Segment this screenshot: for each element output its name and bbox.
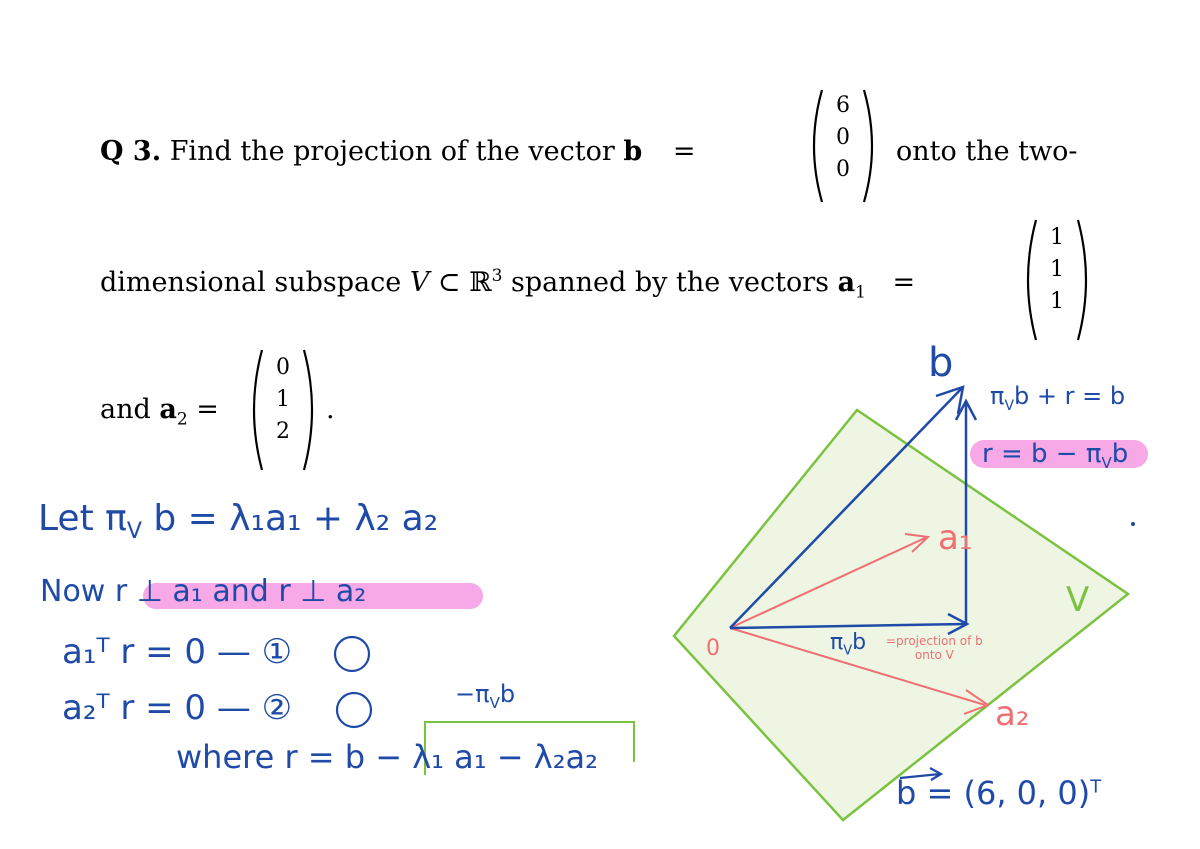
eq-top-rest: b + r = b xyxy=(1014,382,1126,410)
proj-label-sub: V xyxy=(843,643,853,659)
b-vec-entry-1: 6 xyxy=(836,93,850,118)
question-label: Q 3. xyxy=(100,136,162,167)
b-arrowhead xyxy=(935,385,965,415)
r-arrowhead xyxy=(954,398,978,421)
eq-top-pi: π xyxy=(990,382,1005,410)
eq-top-sub: V xyxy=(1004,397,1015,414)
b-vec-entry-3: 0 xyxy=(836,157,850,182)
note-annot-sub: V xyxy=(489,693,500,712)
b-vector-eq-text: b = (6, 0, 0) xyxy=(896,774,1091,812)
note-line-2: Now r ⊥ a₁ and r ⊥ a₂ xyxy=(40,574,367,609)
a1-arrowhead xyxy=(904,533,931,553)
b-vec-entry-2: 0 xyxy=(836,125,850,150)
note-let-sub: V xyxy=(126,519,142,545)
equation-circle-2 xyxy=(335,691,373,729)
b-arrow-line xyxy=(729,387,963,629)
a1-vec-entry-2: 1 xyxy=(1050,257,1064,282)
a2-arrowhead xyxy=(963,689,991,715)
question-text-5: and xyxy=(100,394,151,425)
a2-symbol: a xyxy=(159,394,177,425)
diagram-b-label: b xyxy=(928,340,954,386)
highlight-orthogonality xyxy=(143,583,483,609)
r-label-sub: V xyxy=(1101,454,1112,473)
b-vector-eq-exp: T xyxy=(1090,776,1102,798)
b-vector-parens xyxy=(812,89,874,203)
a2-vector-parens xyxy=(252,349,314,471)
b-symbol: b xyxy=(623,136,643,167)
plane-V xyxy=(672,408,1131,822)
proj-note-line-1: =projection of b xyxy=(886,634,983,648)
a2-vec-entry-3: 2 xyxy=(276,419,290,444)
stray-dot xyxy=(1131,522,1135,526)
a2-vector: 0 1 2 xyxy=(270,352,296,448)
question-line-3: and a2 = xyxy=(100,394,219,429)
note-line-4: a₂ᵀ r = 0 — ② xyxy=(62,688,293,728)
substitution-bracket xyxy=(424,721,635,775)
a1-vector: 1 1 1 xyxy=(1044,222,1070,318)
equals-sign-2: = xyxy=(892,267,916,298)
question-text-3: dimensional subspace xyxy=(100,267,402,298)
equals-sign: = xyxy=(672,136,696,167)
diagram-b-vector-eq: b = (6, 0, 0)T xyxy=(896,774,1101,812)
highlight-r-definition xyxy=(970,440,1148,468)
a2-vec-entry-2: 1 xyxy=(276,387,290,412)
reals-symbol: ℝ xyxy=(469,267,492,298)
a2-vec-entry-1: 0 xyxy=(276,355,290,380)
question-text-1: Find the projection of the vector xyxy=(169,136,615,167)
subspace-V: V xyxy=(409,267,430,298)
note-let: Let π xyxy=(38,498,127,539)
note-let-rest: b = λ₁a₁ + λ₂ a₂ xyxy=(141,498,439,539)
a1-subscript: 1 xyxy=(855,282,866,303)
note-line-6: where r = b − λ₁ a₁ − λ₂a₂ xyxy=(176,738,598,776)
a2-arrow-line xyxy=(729,627,986,706)
b-vector: 6 0 0 xyxy=(830,90,856,186)
subset-symbol: ⊂ xyxy=(437,267,461,298)
question-line-2: dimensional subspace V ⊂ ℝ3 spanned by t… xyxy=(100,266,915,302)
reals-exponent: 3 xyxy=(491,266,503,286)
note-annotation: −πVb xyxy=(455,680,515,712)
note-annot-b: b xyxy=(499,680,516,708)
a1-vec-entry-1: 1 xyxy=(1050,225,1064,250)
equals-sign-3: = xyxy=(196,394,219,425)
note-line-1: Let πV b = λ₁a₁ + λ₂ a₂ xyxy=(38,498,438,544)
proj-note-line-2: onto V xyxy=(914,648,954,662)
question-text-2: onto the two- xyxy=(896,136,1078,167)
a2-subscript: 2 xyxy=(176,409,188,430)
question-text-4: spanned by the vectors xyxy=(511,267,830,298)
projection-arrow-line xyxy=(729,622,967,630)
diagram-V-label: V xyxy=(1066,580,1090,620)
proj-label-b: b xyxy=(852,630,867,655)
note-annot-pi: −π xyxy=(455,680,490,708)
b-overarrow xyxy=(899,767,944,781)
question-line-1: Q 3. Find the projection of the vector b… xyxy=(100,136,695,167)
equation-circle-1 xyxy=(333,635,371,673)
diagram-proj-label: πVb xyxy=(830,630,866,658)
r-label-text: r = b − π xyxy=(982,439,1102,469)
proj-label-pi: π xyxy=(830,630,844,655)
a1-symbol: a xyxy=(837,267,856,298)
r-label-b: b xyxy=(1111,439,1129,469)
diagram-a1-label: a₁ xyxy=(938,518,973,558)
a1-vector-parens xyxy=(1026,219,1088,341)
a1-vec-entry-3: 1 xyxy=(1050,289,1064,314)
a1-arrow-line xyxy=(729,537,926,629)
diagram-proj-note: =projection of b onto V xyxy=(886,634,983,662)
question-period: . xyxy=(326,394,335,425)
diagram-origin-label: 0 xyxy=(706,636,720,661)
diagram-a2-label: a₂ xyxy=(995,694,1030,734)
diagram-eq-top: πVb + r = b xyxy=(990,382,1125,414)
diagram-r-label: r = b − πVb xyxy=(982,439,1128,472)
note-line-3: a₁ᵀ r = 0 — ① xyxy=(62,632,293,672)
